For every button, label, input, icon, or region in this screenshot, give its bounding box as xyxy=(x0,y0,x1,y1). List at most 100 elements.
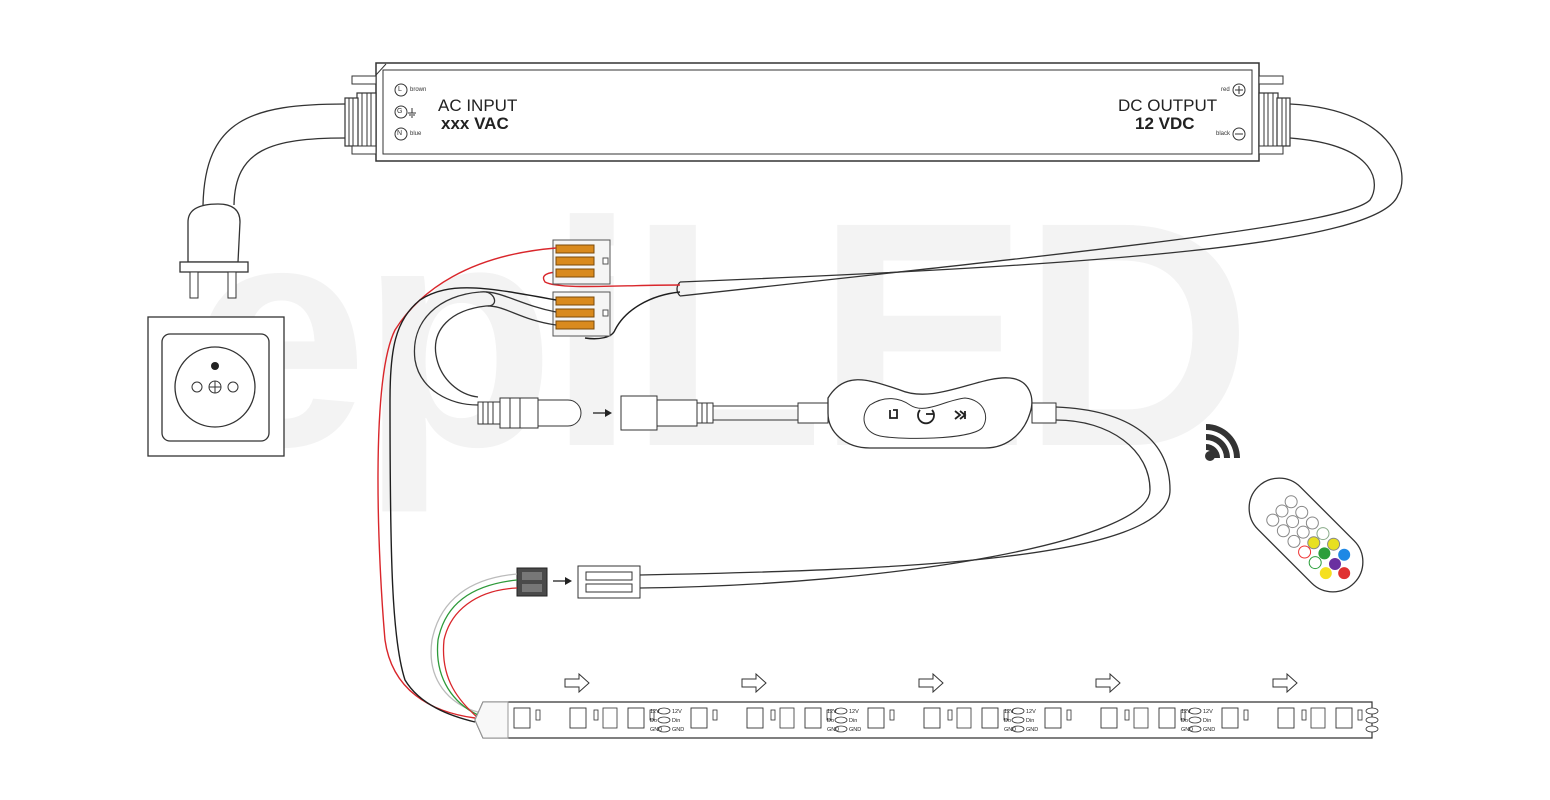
pin-label: Do xyxy=(1181,718,1188,724)
direction-arrow-icon xyxy=(564,672,590,694)
solder-pad xyxy=(1188,725,1202,733)
pin-label: 12V xyxy=(1026,709,1036,715)
solder-pad xyxy=(1011,707,1025,715)
dc-jack-cable xyxy=(413,291,557,406)
led-chip xyxy=(1277,707,1295,729)
pin-label: Din xyxy=(1203,718,1211,724)
pin-label: GND xyxy=(650,727,662,733)
resistor xyxy=(826,709,832,721)
dc-output-cable xyxy=(676,103,1403,297)
ac-plug xyxy=(179,203,249,299)
solder-pad xyxy=(1365,725,1379,733)
pin-label: Din xyxy=(849,718,857,724)
led-chip xyxy=(569,707,587,729)
speed-icon xyxy=(954,410,967,420)
pin-label: GND xyxy=(672,727,684,733)
solder-pad xyxy=(834,707,848,715)
wireless-icon xyxy=(1205,424,1240,461)
resistor xyxy=(889,709,895,721)
direction-arrow-icon xyxy=(1095,672,1121,694)
terminal-n-icon xyxy=(394,127,408,141)
psu-left-gland xyxy=(344,75,377,155)
dc-output-title: DC OUTPUT xyxy=(1118,96,1218,115)
led-chip xyxy=(1335,707,1353,729)
rf-remote xyxy=(1248,477,1364,593)
pin-label: GND xyxy=(827,727,839,733)
solder-pad xyxy=(834,725,848,733)
dc-female-jack xyxy=(620,395,800,431)
resistor xyxy=(535,709,541,721)
wago-connector-red xyxy=(552,239,611,285)
direction-arrow-icon xyxy=(1272,672,1298,694)
led-controller xyxy=(797,377,1057,449)
pin-label: 12V xyxy=(1203,709,1213,715)
psu-right-gland xyxy=(1258,75,1291,155)
led-chip xyxy=(981,707,999,729)
ic-chip xyxy=(956,707,972,729)
power-injection-wires xyxy=(377,247,557,723)
pin-label: 12V xyxy=(672,709,682,715)
solder-pad xyxy=(1188,716,1202,724)
pin-label: 12V xyxy=(1004,709,1014,715)
pin-label: Din xyxy=(672,718,680,724)
solder-pad xyxy=(834,716,848,724)
led-chip xyxy=(746,707,764,729)
pin-label: Din xyxy=(1026,718,1034,724)
pin-label: 12V xyxy=(650,709,660,715)
pin-label: 12V xyxy=(827,709,837,715)
resistor xyxy=(1357,709,1363,721)
arrow-icon xyxy=(593,409,612,417)
wago-connector-black xyxy=(552,291,611,337)
terminal-g-icon xyxy=(394,105,408,119)
mode-icon xyxy=(889,409,898,419)
resistor xyxy=(649,709,655,721)
jst-female-connector xyxy=(577,565,641,599)
wire-blue-label: blue xyxy=(410,131,422,137)
wall-socket xyxy=(147,316,285,457)
ic-chip xyxy=(1310,707,1326,729)
solder-pad xyxy=(657,716,671,724)
ac-input-title: AC INPUT xyxy=(438,96,518,115)
pin-label: Do xyxy=(827,718,834,724)
led-chip xyxy=(1221,707,1239,729)
solder-pad xyxy=(657,707,671,715)
resistor xyxy=(1301,709,1307,721)
resistor xyxy=(1003,709,1009,721)
resistor xyxy=(1243,709,1249,721)
wire-brown-label: brown xyxy=(410,87,427,93)
direction-arrow-icon xyxy=(741,672,767,694)
solder-pad xyxy=(1011,725,1025,733)
led-chip xyxy=(867,707,885,729)
ic-chip xyxy=(1133,707,1149,729)
solder-pad xyxy=(1011,716,1025,724)
solder-pad xyxy=(657,725,671,733)
pin-label: GND xyxy=(1181,727,1193,733)
led-chip xyxy=(923,707,941,729)
pin-label: 12V xyxy=(1181,709,1191,715)
resistor xyxy=(947,709,953,721)
led-chip xyxy=(1044,707,1062,729)
jst-male-connector xyxy=(516,567,548,597)
resistor xyxy=(1180,709,1186,721)
power-icon xyxy=(917,409,935,425)
terminal-g-label: G xyxy=(397,108,403,115)
ic-chip xyxy=(779,707,795,729)
pin-label: Do xyxy=(1004,718,1011,724)
led-chip xyxy=(1100,707,1118,729)
led-chip xyxy=(627,707,645,729)
resistor xyxy=(593,709,599,721)
resistor xyxy=(1066,709,1072,721)
dc-male-jack xyxy=(477,397,582,429)
wire-black-label: black xyxy=(1216,131,1231,137)
pin-label: GND xyxy=(1203,727,1215,733)
led-chip xyxy=(690,707,708,729)
led-chip xyxy=(1158,707,1176,729)
resistor xyxy=(712,709,718,721)
pin-label: GND xyxy=(1026,727,1038,733)
led-chip xyxy=(804,707,822,729)
ground-icon xyxy=(408,108,416,118)
terminal-l-icon xyxy=(394,83,408,97)
signal-wires xyxy=(430,573,518,719)
